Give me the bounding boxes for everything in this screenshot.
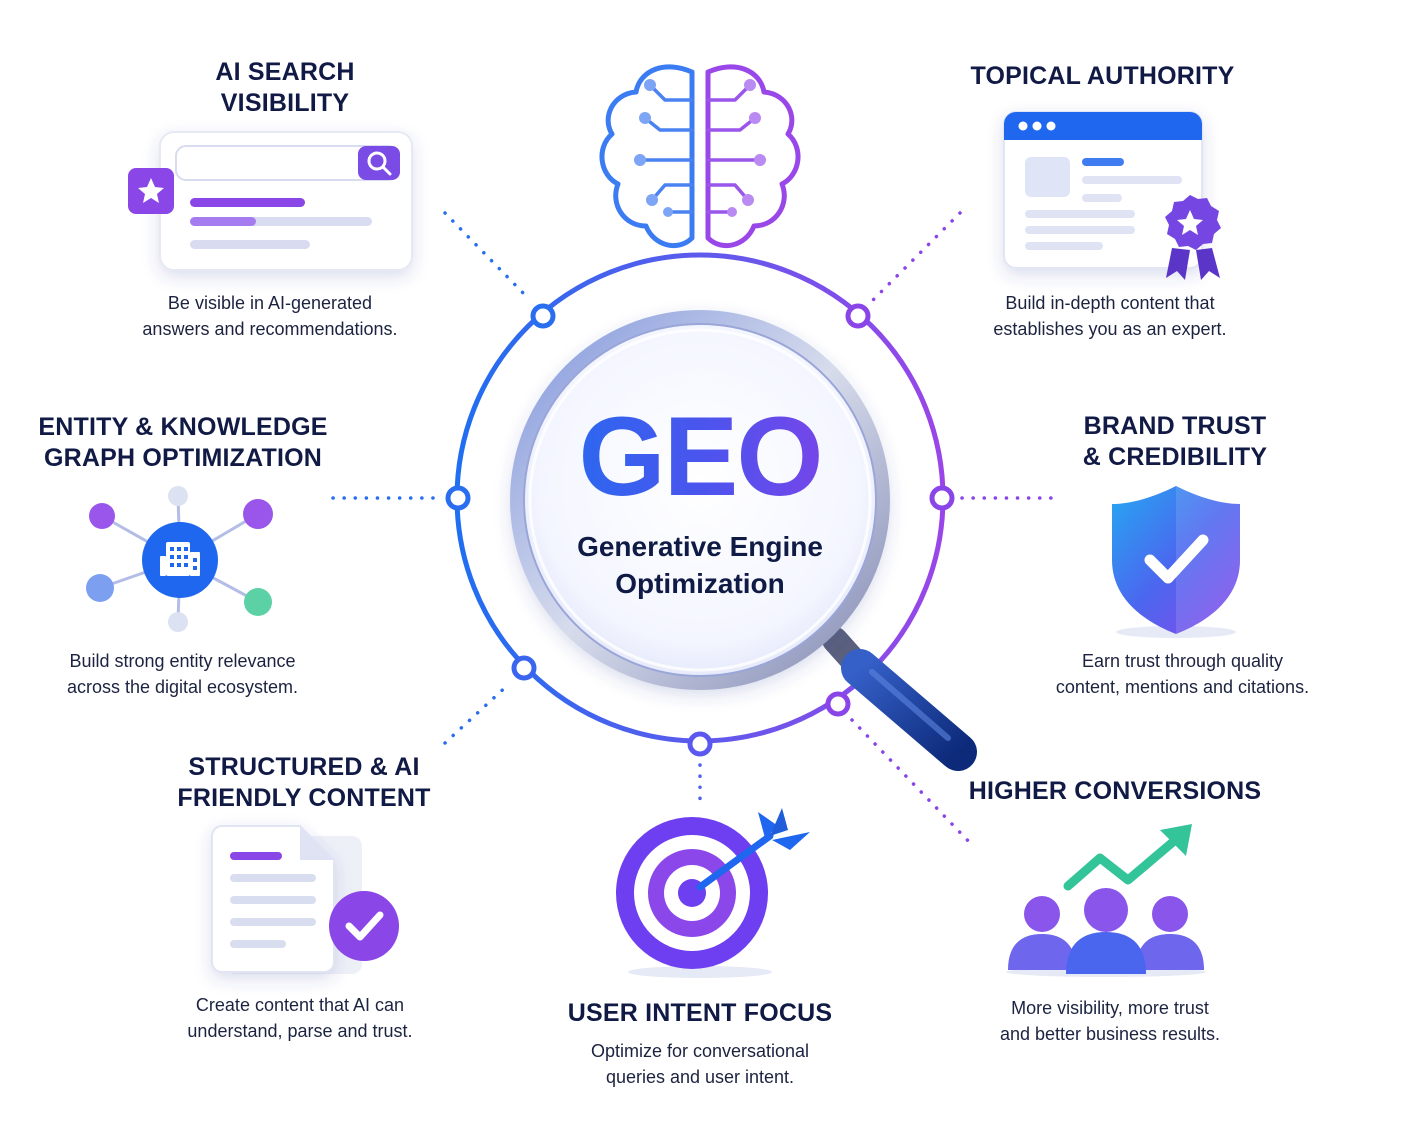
feature-title-ai-search-visibility: AI SEARCH VISIBILITY [215,58,355,117]
document-check-icon [211,825,399,974]
shield-check-icon [1112,486,1240,638]
feature-desc-ai-search-visibility: Be visible in AI-generated answers and r… [142,293,398,339]
feature-title-structured-content: STRUCTURED & AI FRIENDLY CONTENT [177,753,431,812]
magnifying-glass-icon [510,310,977,771]
ring-nodes [445,303,955,757]
feature-desc-higher-conversions: More visibility, more trust and better b… [999,998,1221,1044]
feature-desc-topical-authority: Build in-depth content that establishes … [993,293,1227,339]
feature-title-brand-trust: BRAND TRUST & CREDIBILITY [1082,412,1268,471]
feature-title-entity-knowledge-graph: ENTITY & KNOWLEDGE GRAPH OPTIMIZATION [38,413,328,472]
geo-subtitle: Generative Engine Optimization [577,531,823,599]
knowledge-graph-icon [86,486,273,632]
dotted-connectors [331,211,1062,850]
target-arrow-icon [616,808,810,978]
feature-desc-user-intent: Optimize for conversational queries and … [590,1041,810,1087]
feature-desc-entity-knowledge-graph: Build strong entity relevance across the… [66,651,299,697]
feature-desc-structured-content: Create content that AI can understand, p… [187,995,413,1041]
feature-title-user-intent: USER INTENT FOCUS [567,999,833,1027]
search-results-icon [128,131,413,271]
feature-desc-brand-trust: Earn trust through quality content, ment… [1055,651,1310,697]
feature-title-higher-conversions: HIGHER CONVERSIONS [968,777,1262,805]
webpage-award-icon [1003,111,1221,280]
brain-circuit-icon [599,64,801,265]
geo-acronym: GEO [520,392,880,522]
feature-title-topical-authority: TOPICAL AUTHORITY [970,62,1235,90]
growth-people-icon [1006,824,1206,977]
